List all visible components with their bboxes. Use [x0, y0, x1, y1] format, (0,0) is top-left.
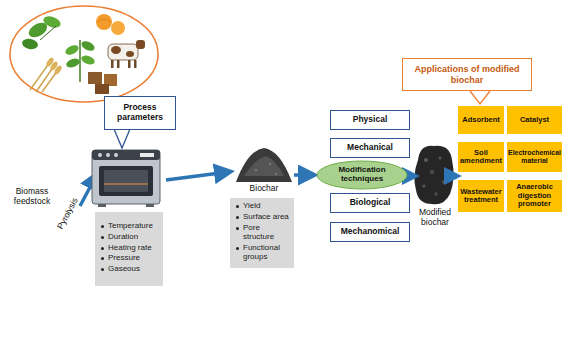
application-box: Catalyst [507, 106, 562, 134]
box-text: Wastewater treatment [460, 188, 502, 205]
process-label: Pyrolysis [54, 194, 81, 234]
application-box: Adsorbent [458, 106, 504, 134]
callout-box: Applications of modified biochar [402, 58, 532, 91]
bullet-dot [101, 257, 104, 260]
box-text: Adsorbent [462, 116, 500, 124]
modified-biochar-icon [414, 146, 453, 205]
bullet-item: Surface area [236, 213, 289, 222]
bullet-item: Pore structure [236, 224, 290, 242]
bullet-item: Functional groups [236, 244, 290, 262]
technique-ellipse: Modification techniques [316, 160, 408, 190]
bullet-dot [101, 225, 104, 228]
box-text: Pressure [108, 254, 140, 263]
application-box: Soil amendment [458, 142, 504, 172]
box-text: Biological [350, 198, 391, 208]
stage-label: Biochar [238, 184, 290, 194]
bullet-dot [101, 268, 104, 271]
bullet-item: Duration [101, 233, 138, 242]
technique-box: Biological [330, 193, 410, 213]
box-text: Heating rate [108, 244, 152, 253]
application-box: Anaerobic digestion promoter [507, 180, 562, 212]
technique-box: Mechanomical [330, 222, 410, 242]
box-text: Modification techniques [326, 166, 398, 184]
box-text: Duration [108, 233, 138, 242]
callout-box: Process parameters [104, 96, 176, 130]
box-text: Gaseous [108, 265, 140, 274]
technique-box: Physical [330, 110, 410, 130]
bullet-dot [236, 205, 239, 208]
stage-label: Modified biochar [408, 208, 462, 227]
bullet-dot [236, 227, 239, 230]
bullet-dot [236, 216, 239, 219]
bullet-dot [101, 236, 104, 239]
property-list: YieldSurface areaPore structureFunctiona… [230, 198, 294, 268]
box-text: Surface area [243, 213, 289, 222]
box-text: Mechanical [347, 143, 393, 153]
callout-tail [114, 129, 130, 148]
box-text: Temperature [108, 222, 153, 231]
box-text: Soil amendment [460, 149, 502, 166]
box-text: Catalyst [520, 116, 549, 124]
box-text: Electrochemical material [508, 149, 561, 164]
flow-arrow [294, 173, 312, 177]
box-text: Mechanomical [341, 227, 400, 237]
box-text: Physical [353, 115, 388, 125]
flow-arrow [408, 175, 414, 178]
oven-icon [92, 150, 160, 207]
stage-label: Biomass feedstock [6, 187, 58, 206]
bullet-dot [236, 247, 239, 250]
bullet-item: Gaseous [101, 265, 140, 274]
parameter-list: TemperatureDurationHeating ratePressureG… [95, 212, 163, 286]
box-text: Anaerobic digestion promoter [509, 183, 560, 208]
box-text: Process parameters [105, 103, 175, 122]
application-box: Wastewater treatment [458, 180, 504, 212]
box-text: Functional groups [243, 244, 290, 262]
technique-box: Mechanical [330, 138, 410, 158]
box-text: Yield [243, 202, 261, 211]
box-text: Pore structure [243, 224, 290, 242]
bullet-item: Heating rate [101, 244, 152, 253]
callout-tail [470, 91, 490, 104]
application-box: Electrochemical material [507, 142, 562, 172]
biochar-pile [236, 148, 292, 182]
bullet-item: Pressure [101, 254, 140, 263]
box-text: Applications of modified biochar [405, 64, 529, 84]
bullet-dot [101, 247, 104, 250]
bullet-item: Temperature [101, 222, 153, 231]
bullet-item: Yield [236, 202, 261, 211]
flow-arrow [453, 175, 456, 178]
flow-arrow [166, 172, 228, 180]
biomass-illustration [10, 6, 158, 102]
